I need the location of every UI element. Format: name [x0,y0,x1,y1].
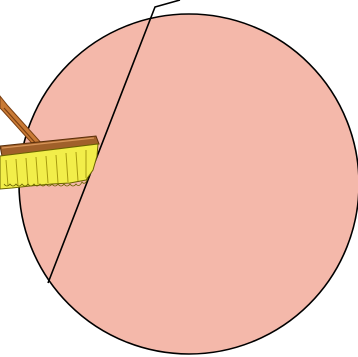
scene-drawing [0,0,358,357]
scene-canvas [0,0,358,357]
